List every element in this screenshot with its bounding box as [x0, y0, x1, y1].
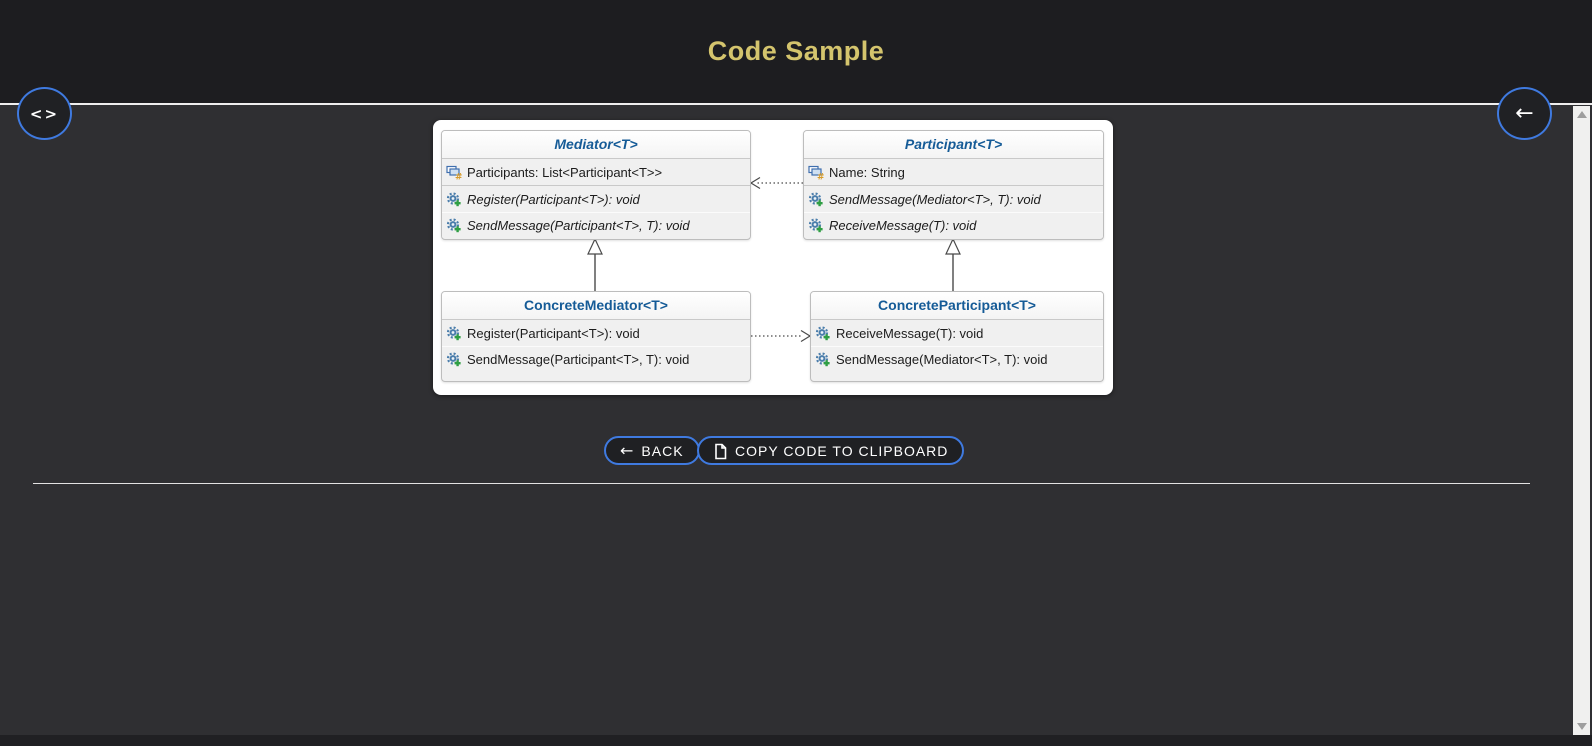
uml-method-text: SendMessage(Mediator<T>, T): void — [836, 352, 1048, 367]
method-gear-icon — [815, 325, 831, 341]
left-arrow-icon: ← — [1515, 101, 1534, 126]
uml-method-text: SendMessage(Mediator<T>, T): void — [829, 191, 1041, 207]
uml-method-row: SendMessage(Participant<T>, T): void — [442, 212, 750, 238]
navigate-back-button[interactable]: ← — [1497, 87, 1552, 140]
back-button[interactable]: ← BACK — [604, 436, 700, 465]
uml-method-text: SendMessage(Participant<T>, T): void — [467, 218, 690, 233]
copy-document-icon — [713, 443, 728, 460]
method-gear-icon — [446, 352, 462, 367]
back-arrow-icon: ← — [620, 440, 635, 460]
uml-methods-compartment: Register(Participant<T>): void SendMessa… — [442, 319, 750, 372]
uml-fields-compartment: # Name: String — [804, 158, 1103, 185]
uml-method-row: SendMessage(Participant<T>, T): void — [442, 346, 750, 372]
uml-class-participant: Participant<T> # Name: String — [803, 130, 1104, 240]
code-view-toggle-button[interactable]: <> — [17, 87, 72, 140]
uml-class-concrete-participant: ConcreteParticipant<T> ReceiveMessage(T)… — [810, 291, 1104, 382]
uml-class-title: Participant<T> — [804, 131, 1103, 158]
uml-field-text: Name: String — [829, 164, 905, 180]
uml-fields-compartment: # Participants: List<Participant<T>> — [442, 158, 750, 185]
page-title: Code Sample — [707, 36, 885, 66]
copy-code-button[interactable]: COPY CODE TO CLIPBOARD — [697, 436, 965, 465]
method-gear-icon — [815, 352, 831, 367]
uml-field-text: Participants: List<Participant<T>> — [467, 164, 663, 180]
uml-method-row: ReceiveMessage(T): void — [811, 320, 1103, 346]
horizontal-divider — [33, 483, 1530, 484]
uml-methods-compartment: SendMessage(Mediator<T>, T): void Receiv… — [804, 185, 1103, 238]
uml-class-title: ConcreteMediator<T> — [442, 292, 750, 319]
uml-field-row: # Name: String — [804, 159, 1103, 185]
uml-method-row: ReceiveMessage(T): void — [804, 212, 1103, 238]
uml-method-row: SendMessage(Mediator<T>, T): void — [804, 186, 1103, 212]
method-gear-icon — [808, 218, 824, 233]
uml-method-row: Register(Participant<T>): void — [442, 320, 750, 346]
protected-field-icon: # — [808, 165, 824, 180]
back-button-label: BACK — [641, 442, 684, 459]
uml-method-text: Register(Participant<T>): void — [467, 191, 640, 207]
method-gear-icon — [446, 191, 462, 207]
code-brackets-icon: <> — [29, 104, 60, 123]
protected-field-icon: # — [446, 165, 462, 180]
uml-field-row: # Participants: List<Participant<T>> — [442, 159, 750, 185]
bottom-edge-bar — [0, 735, 1592, 746]
uml-class-concrete-mediator: ConcreteMediator<T> Register(Participant… — [441, 291, 751, 382]
uml-method-text: SendMessage(Participant<T>, T): void — [467, 352, 690, 367]
scroll-up-arrow-icon[interactable] — [1576, 111, 1587, 118]
uml-diagram-panel: Mediator<T> # Participants: List<Partici… — [433, 120, 1113, 395]
uml-method-row: Register(Participant<T>): void — [442, 186, 750, 212]
vertical-scrollbar[interactable] — [1573, 106, 1590, 735]
uml-method-text: ReceiveMessage(T): void — [836, 325, 984, 341]
uml-class-title: ConcreteParticipant<T> — [811, 292, 1103, 319]
scroll-down-arrow-icon[interactable] — [1576, 723, 1587, 730]
uml-class-mediator: Mediator<T> # Participants: List<Partici… — [441, 130, 751, 240]
page-header: Code Sample — [0, 0, 1592, 105]
copy-code-button-label: COPY CODE TO CLIPBOARD — [735, 442, 949, 459]
uml-class-title: Mediator<T> — [442, 131, 750, 158]
method-gear-icon — [808, 191, 824, 207]
method-gear-icon — [446, 218, 462, 233]
svg-text:#: # — [455, 172, 462, 180]
svg-text:#: # — [817, 172, 824, 180]
uml-methods-compartment: Register(Participant<T>): void SendMessa… — [442, 185, 750, 238]
uml-method-row: SendMessage(Mediator<T>, T): void — [811, 346, 1103, 372]
method-gear-icon — [446, 325, 462, 341]
uml-methods-compartment: ReceiveMessage(T): void SendMessage(Medi… — [811, 319, 1103, 372]
uml-method-text: ReceiveMessage(T): void — [829, 218, 977, 233]
uml-method-text: Register(Participant<T>): void — [467, 325, 640, 341]
